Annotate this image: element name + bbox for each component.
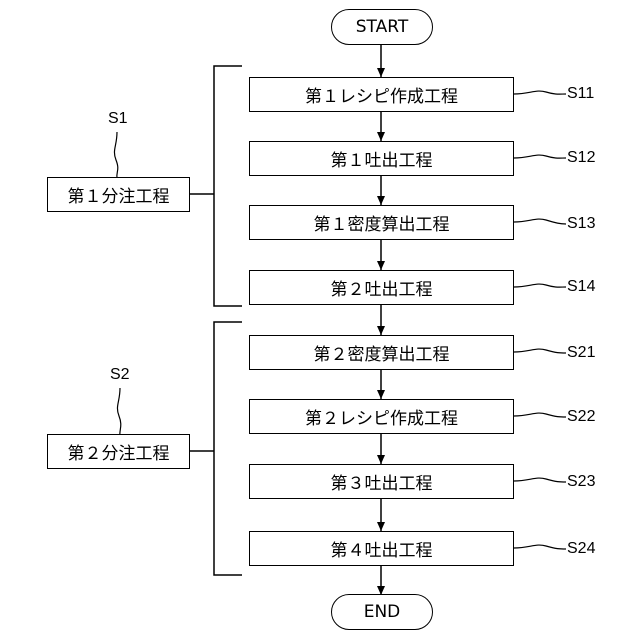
leader-s13 [514, 219, 566, 224]
step-box-s14: 第２吐出工程 [249, 270, 514, 305]
step-label-s21: 第２密度算出工程 [314, 340, 450, 365]
step-ref-s13: S13 [567, 215, 595, 233]
group-ref-s1: S1 [108, 110, 128, 128]
step-label-s14: 第２吐出工程 [331, 275, 433, 300]
group-label-s2: 第２分注工程 [68, 439, 170, 464]
step-label-s11: 第１レシピ作成工程 [305, 82, 458, 107]
start-label: START [356, 17, 408, 37]
step-ref-s12: S12 [567, 149, 595, 167]
leader-s14 [514, 284, 566, 287]
step-box-s23: 第３吐出工程 [249, 464, 514, 499]
step-box-s24: 第４吐出工程 [249, 531, 514, 566]
leader-s22 [514, 413, 566, 417]
leader-s24 [514, 545, 566, 549]
step-label-s13: 第１密度算出工程 [314, 210, 450, 235]
step-box-s22: 第２レシピ作成工程 [249, 399, 514, 434]
step-label-s23: 第３吐出工程 [331, 469, 433, 494]
group-ref-s2: S2 [110, 366, 130, 384]
leader-s21 [514, 349, 566, 353]
leader-s1 [114, 132, 117, 178]
step-ref-s14: S14 [567, 278, 595, 296]
step-box-s11: 第１レシピ作成工程 [249, 77, 514, 112]
group-box-s2: 第２分注工程 [47, 434, 190, 469]
step-label-s22: 第２レシピ作成工程 [305, 404, 458, 429]
step-ref-s21: S21 [567, 344, 595, 362]
step-ref-s11: S11 [567, 85, 594, 103]
step-label-s24: 第４吐出工程 [331, 536, 433, 561]
step-label-s12: 第１吐出工程 [331, 146, 433, 171]
bracket-s2 [214, 322, 242, 575]
end-label: END [364, 602, 401, 622]
step-box-s12: 第１吐出工程 [249, 141, 514, 176]
leader-s23 [514, 478, 566, 482]
end-terminal: END [331, 594, 433, 630]
group-box-s1: 第１分注工程 [47, 177, 190, 212]
leader-s2 [117, 388, 120, 436]
bracket-s1 [214, 66, 242, 306]
leader-s11 [514, 91, 566, 94]
step-ref-s24: S24 [567, 540, 595, 558]
step-box-s13: 第１密度算出工程 [249, 205, 514, 240]
step-ref-s23: S23 [567, 473, 595, 491]
step-ref-s22: S22 [567, 408, 595, 426]
group-label-s1: 第１分注工程 [68, 182, 170, 207]
step-box-s21: 第２密度算出工程 [249, 335, 514, 370]
start-terminal: START [331, 9, 433, 45]
leader-s12 [514, 155, 566, 158]
